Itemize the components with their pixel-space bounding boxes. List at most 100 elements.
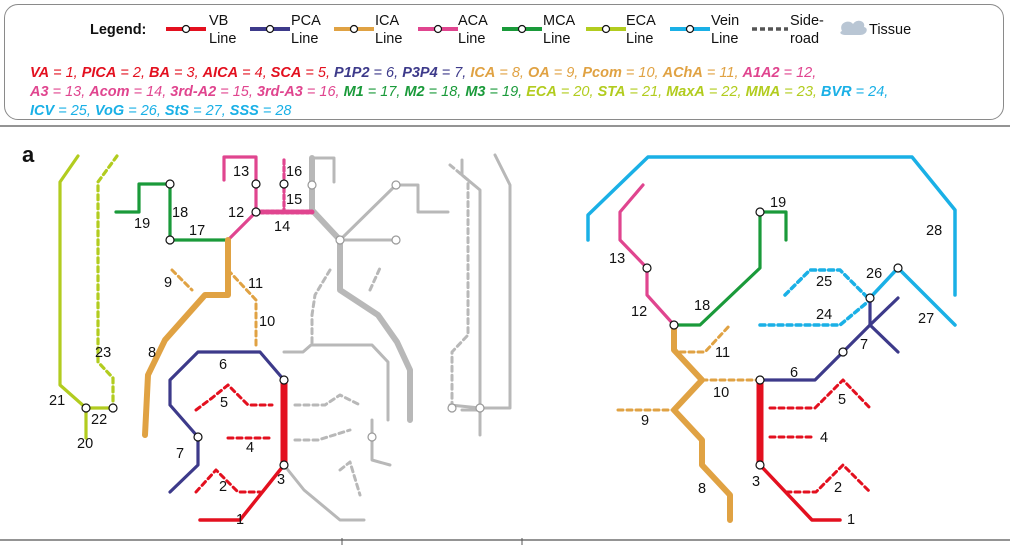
abbr-key: BVR <box>821 84 852 100</box>
seg-label: 22 <box>91 412 107 428</box>
seg-label: 18 <box>694 298 710 314</box>
seg-label: 12 <box>631 304 647 320</box>
abbr-key: VA <box>30 65 49 81</box>
legend-box <box>4 4 1004 120</box>
abbr-value: = 9, <box>550 65 583 81</box>
legend-node-pca <box>265 24 275 34</box>
abbr-value: = 20, <box>557 84 598 100</box>
seg-label: 13 <box>609 251 625 267</box>
abbr-key: A3 <box>29 84 49 100</box>
abbr-line-3: ICV = 25, VoG = 26, StS = 27, SSS = 28 <box>30 103 291 119</box>
seg-label: 5 <box>220 395 228 411</box>
legend-swatches <box>166 20 867 35</box>
contralateral-gray <box>282 153 512 522</box>
panel-label: a <box>22 142 35 167</box>
abbr-key: AICA <box>202 65 238 81</box>
abbr-value: = 6, <box>370 65 403 81</box>
abbr-key: SCA <box>271 65 302 81</box>
abbr-key: ECA <box>526 84 557 100</box>
abbr-value: = 1, <box>49 65 82 81</box>
seg-label: 17 <box>189 223 205 239</box>
legend-swatch-tissue <box>840 20 867 35</box>
mca-lateral <box>672 210 788 327</box>
seg-label: 6 <box>219 357 227 373</box>
legend-title: Legend: <box>90 22 146 38</box>
legend-vb-label: VB <box>209 13 228 29</box>
abbr-value: = 25, <box>54 103 95 119</box>
abbr-key: SSS <box>230 103 259 119</box>
seg-label: 25 <box>816 274 832 290</box>
seg-label: 27 <box>918 311 934 327</box>
abbr-line-2: A3 = 13, Acom = 14, 3rd-A2 = 15, 3rd-A3 … <box>29 84 888 100</box>
abbr-key: BA <box>149 65 170 81</box>
abbr-key: MaxA <box>666 84 705 100</box>
seg-label: 21 <box>49 393 65 409</box>
abbr-value: = 19, <box>486 84 527 100</box>
seg-label: 6 <box>790 365 798 381</box>
abbr-line-1: VA = 1, PICA = 2, BA = 3, AICA = 4, SCA … <box>30 65 816 81</box>
vb-lateral <box>756 376 872 522</box>
seg-label: 18 <box>172 205 188 221</box>
abbr-value: = 12, <box>780 65 817 81</box>
abbr-key: OA <box>528 65 550 81</box>
abbr-value: = 16, <box>303 84 344 100</box>
legend-node-ica <box>349 24 359 34</box>
seg-label: 11 <box>248 276 263 292</box>
abbr-value: = 26, <box>124 103 165 119</box>
seg-label: 9 <box>641 413 649 429</box>
abbr-key: M3 <box>465 84 485 100</box>
vb-lines <box>194 376 288 522</box>
seg-label: 1 <box>236 512 244 528</box>
lateral-nodes <box>642 207 903 470</box>
seg-label: 4 <box>246 440 254 456</box>
abbr-value: = 10, <box>622 65 663 81</box>
seg-label: 13 <box>233 164 249 180</box>
seg-label: 20 <box>77 436 93 452</box>
ica-lines <box>142 237 258 438</box>
abbr-key: 3rd-A3 <box>257 84 303 100</box>
abbr-key: StS <box>165 103 190 119</box>
vein-lines <box>586 155 957 327</box>
seg-label: 5 <box>838 392 846 408</box>
abbr-key: M1 <box>344 84 364 100</box>
seg-label: 16 <box>286 164 302 180</box>
seg-label: 19 <box>134 216 150 232</box>
frontal-nodes <box>81 179 289 470</box>
abbr-value: = 5, <box>301 65 334 81</box>
abbr-key: MMA <box>746 84 781 100</box>
abbr-key: P1P2 <box>334 65 369 81</box>
segment-numbers: 1 2 3 4 5 6 7 8 9 10 11 12 13 14 15 16 1… <box>49 164 942 528</box>
seg-label: 11 <box>715 345 730 361</box>
abbr-value: = 28 <box>259 103 292 119</box>
abbr-value: = 17, <box>364 84 405 100</box>
abbr-key: A1A2 <box>742 65 780 81</box>
seg-label: 8 <box>698 481 706 497</box>
abbr-value: = 7, <box>438 65 471 81</box>
abbr-value: = 11, <box>703 65 743 81</box>
abbr-value: = 23, <box>780 84 821 100</box>
legend-node-mca <box>517 24 527 34</box>
abbr-key: PICA <box>82 65 117 81</box>
abbr-value: = 21, <box>626 84 667 100</box>
seg-label: 10 <box>713 385 729 401</box>
lateral-view <box>586 155 957 523</box>
abbr-key: M2 <box>404 84 424 100</box>
svg-text:Side-road: Side-road <box>790 13 824 47</box>
seg-label: 10 <box>259 314 275 330</box>
svg-text:Tissue: Tissue <box>869 22 911 38</box>
pca-lines <box>168 350 286 494</box>
abbr-value: = 14, <box>130 84 171 100</box>
abbr-value: = 15, <box>216 84 257 100</box>
seg-label: 2 <box>219 479 227 495</box>
seg-label: 24 <box>816 307 832 323</box>
seg-label: 26 <box>866 266 882 282</box>
seg-label: 14 <box>274 219 290 235</box>
abbr-value: = 24, <box>852 84 889 100</box>
